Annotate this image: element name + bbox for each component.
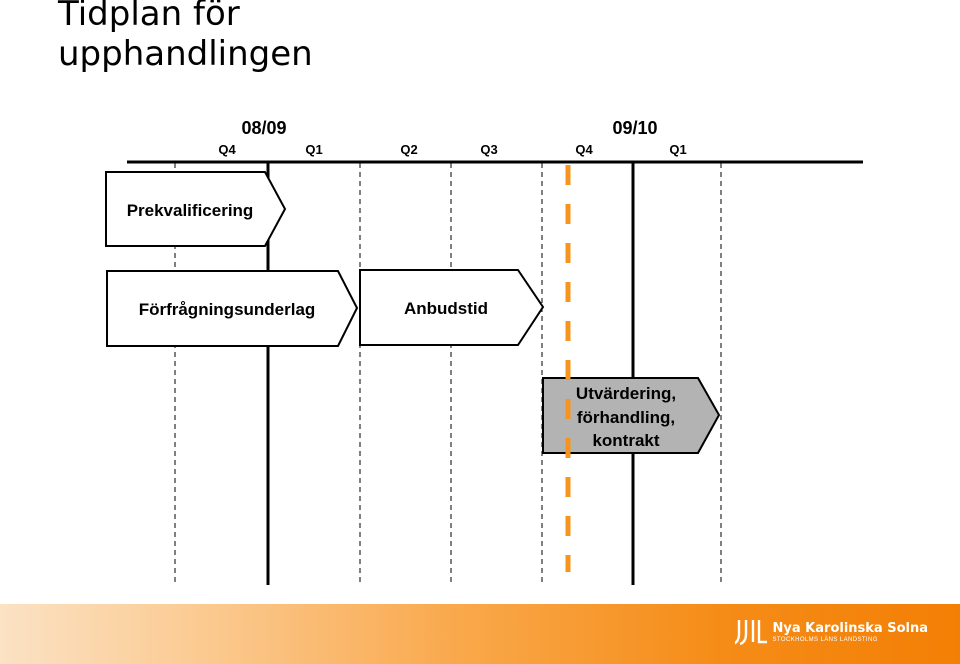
phase-label: förhandling, xyxy=(577,408,675,427)
phase-forfragningsunderlag: Förfrågningsunderlag xyxy=(106,270,359,347)
quarter-label: Q1 xyxy=(669,142,686,157)
phase-label: Förfrågningsunderlag xyxy=(139,300,316,319)
phase-label: Utvärdering, xyxy=(576,384,676,403)
phase-utvardering: Utvärdering, förhandling, kontrakt xyxy=(542,377,721,454)
quarter-label: Q1 xyxy=(305,142,322,157)
nks-logo-icon xyxy=(734,620,767,646)
slide-title-line-2: upphandlingen xyxy=(58,34,313,74)
quarter-label: Q3 xyxy=(480,142,497,157)
grid-lines xyxy=(174,163,722,585)
phase-anbudstid: Anbudstid xyxy=(359,269,545,346)
year-label: 09/10 xyxy=(612,118,657,138)
phase-label: Prekvalificering xyxy=(127,201,254,220)
quarter-label: Q4 xyxy=(218,142,236,157)
phase-arrow-shape xyxy=(106,270,359,347)
phase-arrow-shape xyxy=(359,269,545,346)
phase-label: kontrakt xyxy=(592,431,659,450)
timeline-diagram: 08/09 09/10 Q4 Q1 Q2 Q3 Q4 Q1 Prekvalifi… xyxy=(105,118,863,585)
quarter-label: Q2 xyxy=(400,142,417,157)
footer-bar xyxy=(0,604,960,664)
phase-prekvalificering: Prekvalificering xyxy=(105,171,287,247)
logo-subtitle: STOCKHOLMS LÄNS LANDSTING xyxy=(772,636,878,643)
phase-arrow-shape xyxy=(105,171,287,247)
brand-logo: Nya Karolinska Solna STOCKHOLMS LÄNS LAN… xyxy=(734,618,928,646)
phase-label: Anbudstid xyxy=(404,299,488,318)
slide-title-line-1: Tidplan för xyxy=(58,0,240,34)
phase-arrow-shape xyxy=(542,377,721,454)
slide-title: Tidplan för upphandlingen xyxy=(58,0,313,74)
year-label: 08/09 xyxy=(241,118,286,138)
quarter-label: Q4 xyxy=(575,142,593,157)
logo-name: Nya Karolinska Solna xyxy=(772,620,928,636)
